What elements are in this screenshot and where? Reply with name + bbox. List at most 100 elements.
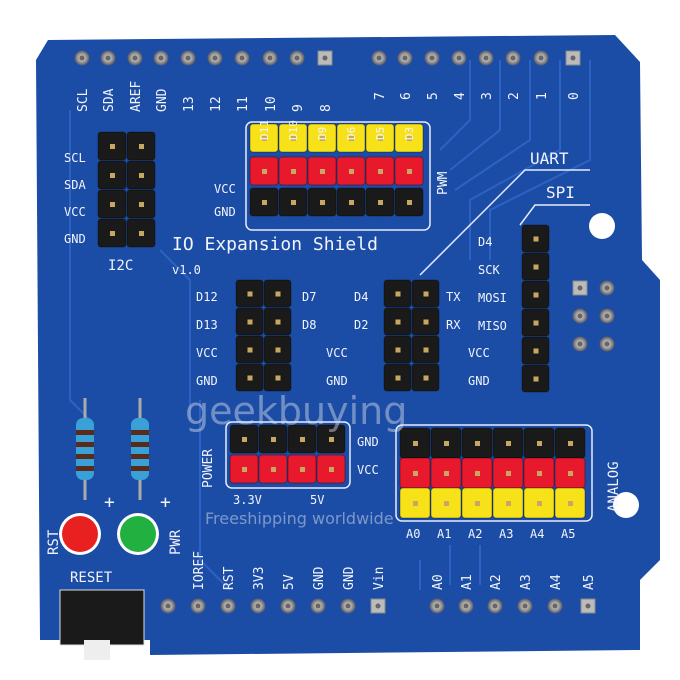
header-pin [242,437,247,442]
power-outline [225,421,351,489]
power-vcc-label: VCC [357,463,379,477]
mount-hole [613,492,639,518]
header-pin [329,467,334,472]
i2c-label-SDA: SDA [64,178,86,192]
pad-hole [79,55,85,61]
board-title: IO Expansion Shield [172,234,378,255]
header-pin [110,231,115,236]
pad-hole [429,55,435,61]
header-pin [300,467,305,472]
spi-label-MOSI: MOSI [478,291,507,305]
pwm-pin-label-D5: D5 [374,127,387,140]
header-pin [378,136,383,141]
pad-hole [483,55,489,61]
top-pin-label-2: 2 [507,92,522,100]
top-pin-label-SCL: SCL [76,88,91,112]
top-pin-label-13: 13 [182,96,197,112]
top-pin-label-7: 7 [373,92,388,100]
uart-right-label-GND: GND [468,374,490,388]
pad-hole [267,55,273,61]
resistor-band [131,442,149,447]
header-pin [139,202,144,207]
header-pin [271,467,276,472]
header-pin [110,202,115,207]
header-pin [506,441,511,446]
top-pin-label-6: 6 [399,92,414,100]
digital-right-label-D8: D8 [302,318,316,332]
traces [69,60,591,591]
header-pin [320,200,325,205]
resistor-band [131,430,149,435]
uart-left-label-D4: D4 [354,290,368,304]
header-pin [275,319,281,325]
header-pin [407,136,412,141]
red-led [62,516,98,552]
pad-hole [225,603,231,609]
header-pin [537,501,542,506]
header-pin [506,471,511,476]
digital-right-label-VCC: VCC [326,346,348,360]
uart-right-label-TX: TX [446,290,461,304]
header-pin [139,173,144,178]
power-5v-label: 5V [310,493,324,507]
mount-hole [589,213,615,239]
header-pin [349,200,354,205]
header-pin [533,236,539,242]
top-pin-label-AREF: AREF [129,81,144,112]
header-pin [423,347,429,353]
pwm-pin-label-D10: D10 [287,120,300,140]
pad-hole [345,603,351,609]
header-pin [139,144,144,149]
uart-title: UART [530,149,569,168]
i2c-label-GND: GND [64,232,86,246]
header-pin [320,136,325,141]
pad-hole [456,55,462,61]
bottom-pin-label-A4: A4 [549,574,564,590]
top-pin-label-12: 12 [209,96,224,112]
header-pin [247,319,253,325]
header-pin [475,471,480,476]
header-pin [378,169,383,174]
header-pin [271,437,276,442]
pad-hole [402,55,408,61]
header-pin [413,441,418,446]
digital-right-label-GND: GND [326,374,348,388]
pad-hole [195,603,201,609]
reset-button-actuator [84,640,110,660]
resistor-band [76,454,94,459]
i2c-label-SCL: SCL [64,151,86,165]
header-pin [568,501,573,506]
header-pin [407,200,412,205]
bottom-pin-label-A2: A2 [489,574,504,590]
header-pin [475,501,480,506]
header-pin [262,169,267,174]
pad-hole [132,55,138,61]
bottom-pin-label-IOREF: IOREF [192,551,207,590]
pad-hole [552,603,558,609]
header-pin [444,501,449,506]
pad-hole [294,55,300,61]
resistor-band [76,442,94,447]
pad-hole [158,55,164,61]
pwm-pin-label-D6: D6 [345,127,358,140]
pad-hole [538,55,544,61]
pad-hole [577,313,583,319]
reset-label: RESET [70,570,113,586]
header-pin [291,200,296,205]
green-led [120,516,156,552]
pad-hole [577,285,583,291]
spi-line [519,204,590,226]
digital-right-label-D7: D7 [302,290,316,304]
pad-hole [165,603,171,609]
header-pin [378,200,383,205]
digital-left-label-D13: D13 [196,318,218,332]
header-pin [395,347,401,353]
pad-hole [315,603,321,609]
header-pin [423,375,429,381]
pad-hole [212,55,218,61]
pad-hole [585,603,591,609]
spi-label-D4: D4 [478,235,492,249]
spi-label-MISO: MISO [478,319,507,333]
analog-header-label-A1: A1 [437,527,451,541]
